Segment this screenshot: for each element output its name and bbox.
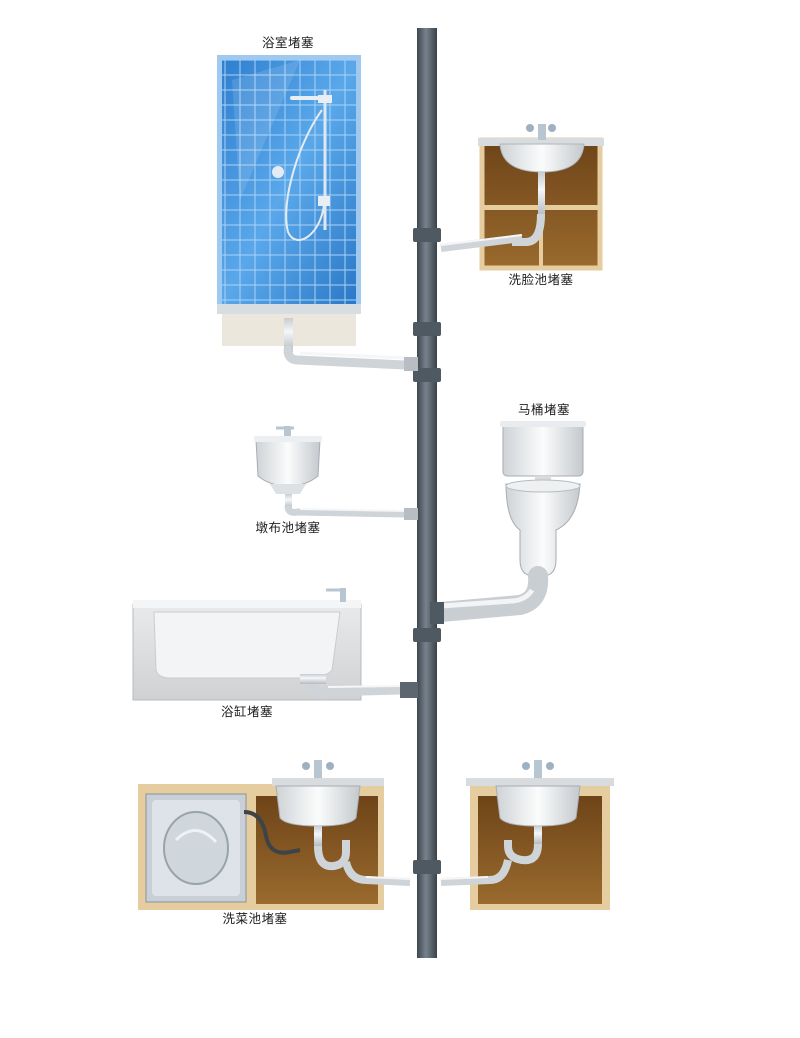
kitchen-sink-label: 洗菜池堵塞 (222, 911, 287, 926)
toilet-unit (500, 421, 586, 576)
bathtub-label: 浴缸堵塞 (221, 704, 273, 719)
mop-sink-label: 墩布池堵塞 (255, 520, 320, 535)
shower-label: 浴室堵塞 (262, 35, 314, 50)
washing-machine (146, 794, 246, 902)
bathtub-unit (133, 588, 361, 700)
mop-sink-unit (254, 426, 322, 494)
shower-unit (217, 55, 361, 346)
wash-basin-label: 洗脸池堵塞 (508, 272, 573, 287)
toilet-drain-pipe (430, 576, 538, 624)
soil-stack-pipe (413, 28, 441, 958)
toilet-label: 马桶堵塞 (518, 402, 570, 417)
mop-sink-drain-pipe (285, 494, 418, 520)
